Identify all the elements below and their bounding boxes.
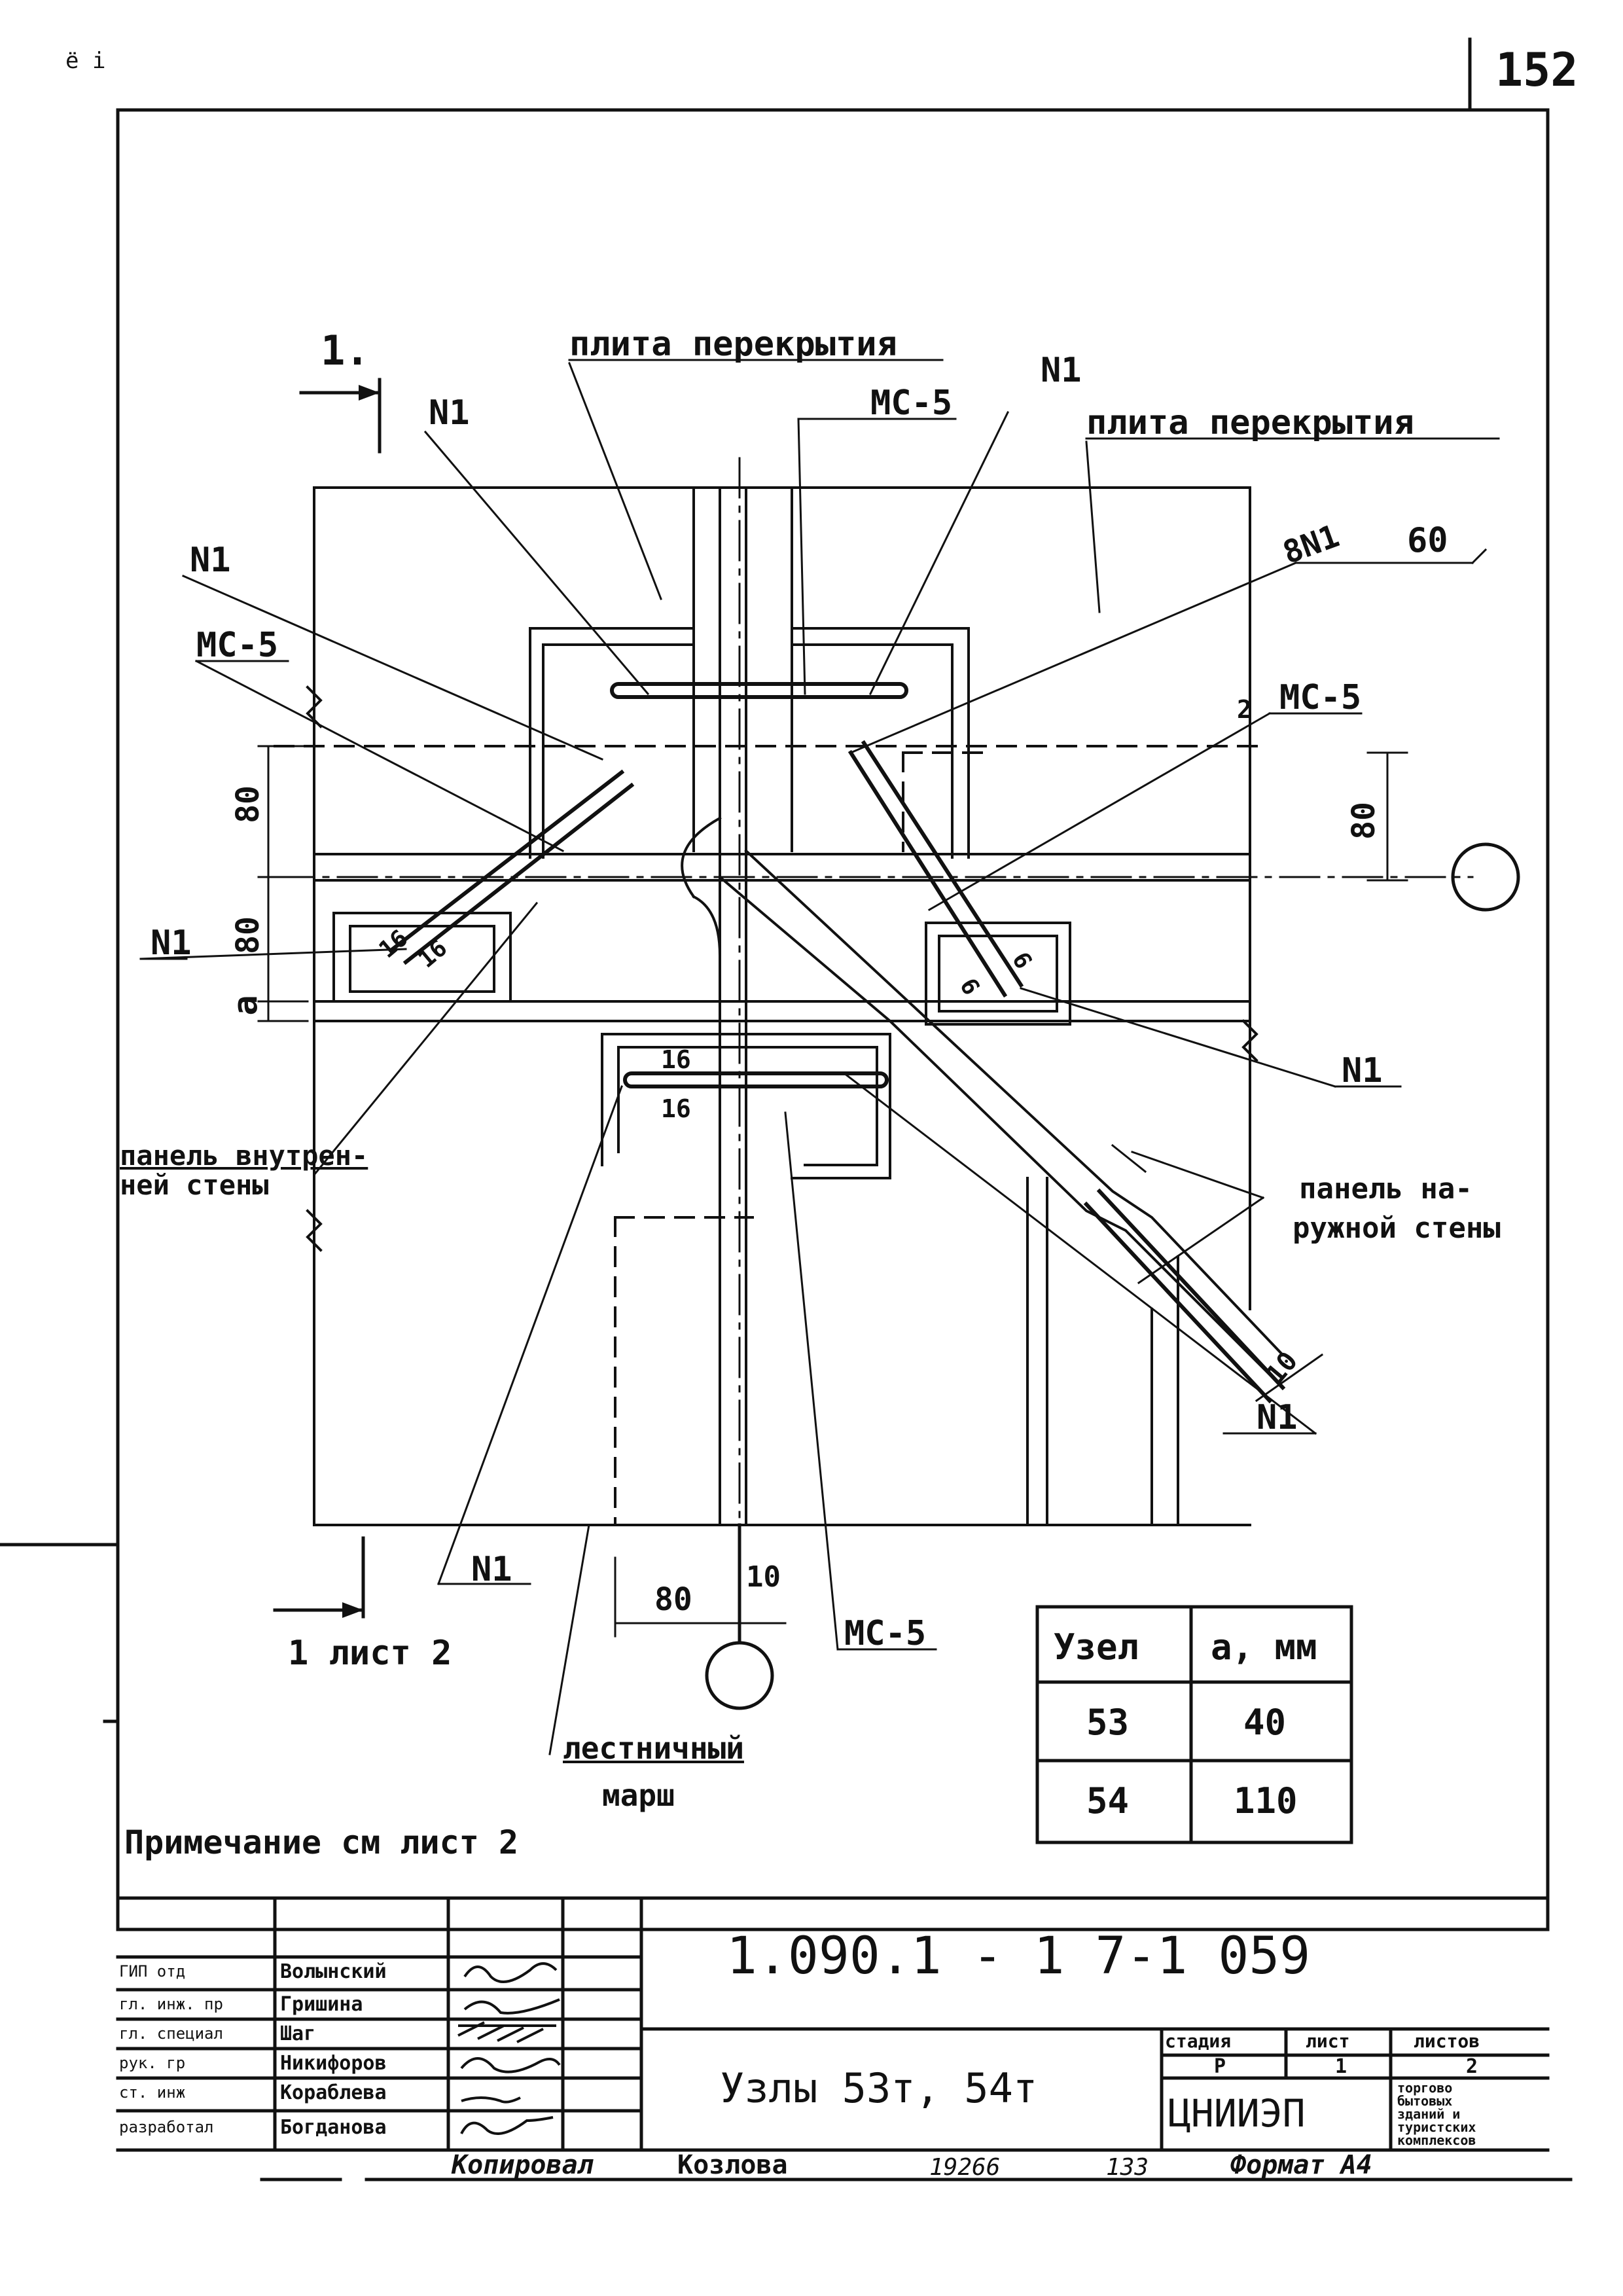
role-label: ГИП отд: [119, 1962, 186, 1981]
dimension-a: a: [226, 995, 266, 1016]
document-code: 1.090.1 - 1 7-1 059: [726, 1927, 1311, 1986]
label-mc5: МС-5: [1279, 678, 1362, 717]
structure-outline: [313, 486, 1285, 1526]
node-table-grid: [1035, 1605, 1353, 1844]
organization-logo: ЦНИИЭП: [1168, 2091, 1306, 2136]
hidden-lines: [274, 745, 1258, 1526]
dimension-80: 80: [229, 916, 266, 954]
sheets-value: 2: [1466, 2055, 1478, 2078]
label-floor-slab-left: плита перекрытия: [569, 325, 897, 364]
stage-header: стадия: [1165, 2030, 1232, 2052]
grid-axis-bubble-right: [1451, 842, 1520, 912]
drawing-title: Узлы 53т, 54т: [720, 2064, 1038, 2112]
table-cell: 110: [1234, 1780, 1298, 1821]
signer-name: Гришина: [280, 1993, 363, 2016]
label-mc5: МС-5: [870, 384, 953, 423]
organization-line: комплексов: [1397, 2132, 1476, 2148]
note: Примечание см лист 2: [124, 1823, 519, 1861]
table-header: a, мм: [1211, 1626, 1317, 1668]
arrowheads: [342, 385, 380, 1618]
label-floor-slab-right: плита перекрытия: [1086, 403, 1414, 442]
signer-name: Богданова: [280, 2116, 387, 2139]
corner-marks: ё і: [65, 48, 106, 74]
label-n1: N1: [1041, 351, 1082, 390]
stage-value: Р: [1214, 2055, 1226, 2078]
sheets-header: листов: [1414, 2030, 1480, 2052]
table-cell: 53: [1086, 1702, 1130, 1743]
weld-size-16: 16: [661, 1094, 691, 1123]
role-label: гл. инж. пр: [119, 1995, 223, 2013]
organization-line: торгово: [1397, 2080, 1453, 2096]
label-outer-wall-panel: панель на-: [1299, 1172, 1472, 1206]
page-number: 152: [1495, 43, 1578, 97]
label-inner-wall-panel: панель внутрен-: [120, 1139, 368, 1172]
signer-name: Шаг: [280, 2022, 316, 2045]
sheet-header: лист: [1306, 2030, 1350, 2052]
dimension-60: 60: [1407, 521, 1448, 560]
label-mc5: МС-5: [196, 626, 279, 665]
table-cell: 40: [1243, 1702, 1287, 1743]
organization-line: туристских: [1397, 2119, 1476, 2135]
table-header: Узел: [1054, 1626, 1139, 1668]
dimension-80: 80: [654, 1581, 692, 1618]
dimension-10: 10: [746, 1560, 781, 1594]
label-stair-flight: лестничный: [563, 1731, 744, 1766]
role-label: гл. специал: [119, 2024, 223, 2043]
label-n1: N1: [471, 1550, 512, 1589]
label-n1: N1: [151, 924, 192, 963]
label-mc5: МС-5: [844, 1614, 927, 1653]
paper-format: Формат A4: [1230, 2150, 1372, 2180]
dimension-lines: [257, 745, 1408, 1638]
role-label: рук. гр: [119, 2054, 186, 2072]
label-n1: N1: [1342, 1051, 1383, 1090]
role-label: ст. инж: [119, 2083, 186, 2102]
sheet-value: 1: [1335, 2055, 1347, 2078]
label-outer-wall-panel-2: ружной стены: [1293, 1211, 1501, 1245]
sheet-count: 133: [1106, 2154, 1149, 2181]
copied-by: Козлова: [677, 2150, 788, 2180]
reinforcement: [389, 682, 1286, 1404]
center-line: [274, 457, 1474, 1572]
section-mark-top: 1.: [321, 327, 370, 374]
role-label: разработал: [119, 2118, 214, 2136]
signer-name: Волынский: [280, 1960, 387, 1983]
label-n1: N1: [190, 541, 231, 580]
copied-label: Копировал: [452, 2150, 594, 2180]
weld-size-16: 16: [661, 1045, 691, 1074]
signatures: [457, 1962, 561, 2135]
dimension-80: 80: [1345, 802, 1382, 840]
label-n1: N1: [429, 393, 470, 433]
order-number: 19266: [929, 2154, 1001, 2181]
signer-name: Кораблева: [280, 2081, 387, 2104]
mark-2: 2: [1237, 695, 1252, 724]
dimension-80: 80: [229, 785, 266, 823]
label-inner-wall-panel-2: ней стены: [120, 1169, 269, 1201]
grid-axis-bubble-bottom: [705, 1641, 774, 1710]
label-stair-flight-2: марш: [602, 1778, 675, 1813]
section-arrows: [273, 378, 382, 1619]
organization-line: зданий и: [1397, 2106, 1461, 2122]
signer-name: Никифоров: [280, 2052, 387, 2075]
section-mark-bottom: 1 лист 2: [288, 1634, 452, 1673]
table-cell: 54: [1086, 1780, 1130, 1821]
organization-line: бытовых: [1397, 2093, 1453, 2109]
title-block-grid: [116, 1896, 1550, 2152]
label-n1: N1: [1257, 1398, 1298, 1437]
leader-lines: [139, 359, 1500, 1755]
